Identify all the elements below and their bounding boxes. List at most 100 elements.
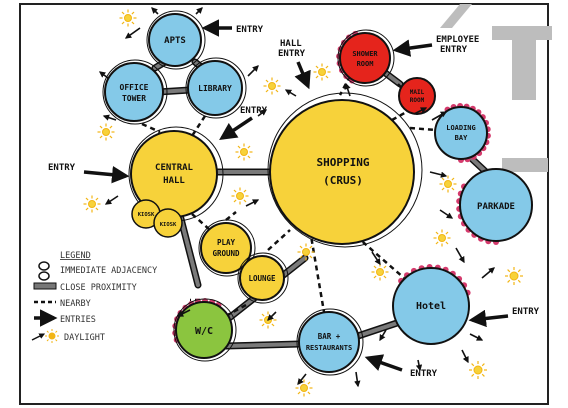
sun-icon — [119, 9, 137, 27]
daylight-arrow — [98, 71, 109, 79]
daylight-arrow — [297, 373, 307, 385]
node-office-tower[interactable]: OFFICE TOWER — [102, 59, 168, 125]
node-shower-room-label-1: SHOWER — [352, 50, 378, 58]
sun-ray — [297, 391, 301, 395]
sun-ray — [507, 269, 511, 273]
node-bar-restaurants-circle — [298, 311, 360, 373]
node-kiosk-2-label: KIOSK — [160, 222, 177, 228]
sun-ray — [265, 79, 269, 83]
daylight-arrow — [104, 195, 119, 205]
daylight-arrow — [245, 199, 260, 207]
node-parkade[interactable]: PARKADE — [459, 168, 533, 242]
daylight-arrow — [429, 171, 448, 178]
node-hotel[interactable]: Hotel — [392, 267, 470, 345]
sun-ray — [95, 197, 99, 201]
sun-ray — [481, 363, 485, 367]
nearby-connector — [190, 115, 207, 137]
sun-ray — [435, 241, 439, 245]
node-shower-room-label-2: ROOM — [357, 60, 374, 68]
sun-core — [240, 148, 248, 156]
node-playground[interactable]: PLAY GROUND — [198, 219, 256, 277]
sun-core — [302, 248, 310, 256]
entry-arrow-hall — [294, 61, 311, 90]
employee-entry-label-2: ENTRY — [440, 45, 468, 55]
node-lounge-outline — [237, 252, 289, 304]
node-apts[interactable]: APTS — [146, 10, 206, 70]
node-office-tower-outline — [102, 59, 168, 125]
daylight-arrow — [371, 251, 381, 266]
node-loading-bay-label-1: LOADING — [446, 124, 476, 132]
node-apts-circle — [148, 13, 202, 67]
node-mail-room[interactable]: MAIL ROOM — [398, 77, 436, 115]
node-shower-room-circle — [339, 32, 391, 84]
entry-label-apts: ENTRY — [236, 25, 264, 35]
daylight-arrow — [344, 82, 351, 97]
node-playground-outline — [198, 219, 256, 277]
daylight-arrow — [176, 309, 191, 317]
sun-ray — [247, 145, 251, 149]
node-wc[interactable]: W/C — [173, 298, 237, 362]
sun-ray — [307, 391, 311, 395]
sun-ray — [247, 155, 251, 159]
node-shopping[interactable]: SHOPPING (CRUS) — [267, 92, 423, 248]
sun-ray — [481, 373, 485, 377]
node-mail-room-label-1: MAIL — [410, 89, 425, 96]
legend-item-entries: ENTRIES — [60, 315, 96, 325]
node-shopping-label-2: (CRUS) — [323, 174, 363, 187]
sun-core — [509, 271, 519, 281]
close-proximity-connector — [224, 342, 302, 348]
sun-ray — [325, 65, 329, 69]
nearby-connector — [308, 229, 326, 313]
node-loading-bay[interactable]: LOADING BAY — [434, 106, 488, 160]
daylight-arrow — [267, 311, 277, 321]
close-proximity-connector — [382, 70, 402, 86]
node-shopping-label-1: SHOPPING — [317, 156, 370, 169]
sun-ray — [85, 197, 89, 201]
node-lounge[interactable]: LOUNGE — [237, 252, 289, 304]
node-bar-restaurants-label-1: BAR + — [318, 332, 341, 341]
sun-ray — [517, 269, 521, 273]
sun-ray — [131, 21, 135, 25]
node-shower-room[interactable]: SHOWER ROOM — [337, 29, 395, 87]
sun-ray — [99, 135, 103, 139]
sun-core — [444, 180, 452, 188]
node-central-hall-label-1: CENTRAL — [155, 163, 194, 173]
sun-icon — [97, 123, 115, 141]
node-mail-room-circle — [398, 77, 436, 115]
sun-icon — [433, 229, 451, 247]
daylight-arrow — [439, 209, 454, 219]
entry-arrow-right — [468, 309, 509, 328]
node-library-circle — [187, 60, 243, 116]
close-proximity-connector — [356, 320, 402, 338]
node-kiosk-2[interactable]: KIOSK — [153, 208, 183, 238]
sun-ray — [373, 265, 377, 269]
sun-core — [88, 200, 96, 208]
node-bar-restaurants-label-2: RESTAURANTS — [306, 344, 352, 352]
sun-ray — [315, 75, 319, 79]
sun-icon — [295, 379, 313, 397]
node-library[interactable]: LIBRARY — [185, 57, 247, 119]
node-bar-restaurants[interactable]: BAR + RESTAURANTS — [296, 308, 364, 376]
daylight-arrow — [257, 109, 268, 117]
sun-icon — [231, 187, 249, 205]
daylight-arrow — [481, 267, 495, 279]
daylight-arrows — [98, 7, 495, 388]
node-kiosk-1-label: KIOSK — [138, 212, 155, 218]
legend-title: LEGEND — [60, 251, 91, 261]
node-central-hall[interactable]: CENTRAL HALL — [128, 126, 224, 222]
daylight-markers — [83, 9, 523, 397]
sun-ray — [121, 21, 125, 25]
grey-watermark-shapes — [440, 4, 552, 172]
legend-item-immediate-adjacency: IMMEDIATE ADJACENCY — [60, 266, 157, 276]
nearby-connector — [225, 211, 237, 221]
sun-ray — [471, 363, 475, 367]
sun-ray — [373, 275, 377, 279]
sun-ray — [275, 89, 279, 93]
node-central-hall-label-2: HALL — [163, 176, 185, 186]
sun-ray — [271, 323, 275, 327]
node-library-label: LIBRARY — [198, 84, 232, 93]
node-playground-label-2: GROUND — [212, 249, 240, 258]
sun-ray — [315, 65, 319, 69]
nearby-connector — [409, 126, 437, 132]
